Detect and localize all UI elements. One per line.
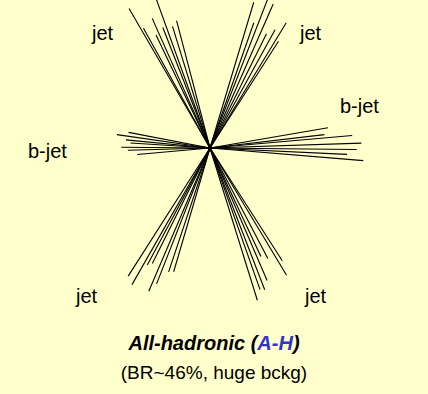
particle-track xyxy=(210,30,275,148)
particle-track xyxy=(155,0,210,148)
particle-track xyxy=(210,148,260,290)
particle-track xyxy=(210,148,363,161)
particle-track xyxy=(210,23,254,148)
particle-track xyxy=(126,140,210,148)
particle-track xyxy=(129,8,210,148)
b-jet-label: b-jet xyxy=(28,140,67,162)
jet-label: jet xyxy=(76,285,97,307)
particle-track xyxy=(152,148,210,263)
caption-line: All-hadronic (A-H) xyxy=(0,332,428,355)
particle-track xyxy=(157,148,210,284)
particle-track xyxy=(210,148,257,300)
caption-note-text: (BR~46%, huge bckg) xyxy=(121,362,307,383)
particle-track xyxy=(128,148,210,276)
particle-track xyxy=(210,0,268,148)
particle-track xyxy=(172,26,210,148)
particle-track xyxy=(210,23,286,148)
jet-label: jet xyxy=(305,285,326,307)
particle-track xyxy=(210,4,273,148)
b-jet-label: b-jet xyxy=(340,95,379,117)
jet-label: jet xyxy=(300,22,321,44)
particle-track xyxy=(152,18,210,148)
particle-track xyxy=(210,2,254,148)
particle-track xyxy=(177,21,210,148)
caption-note: (BR~46%, huge bckg) xyxy=(0,362,428,384)
particle-track xyxy=(143,28,210,148)
particle-track xyxy=(210,34,266,148)
jet-label: jet xyxy=(92,22,113,44)
particle-track xyxy=(210,148,265,290)
particle-track xyxy=(210,143,361,148)
particle-track xyxy=(149,148,210,291)
caption-text: A-H xyxy=(257,332,293,354)
particle-track xyxy=(210,148,267,280)
caption-text: ) xyxy=(293,332,300,354)
caption-text: All-hadronic ( xyxy=(128,332,257,354)
particle-track xyxy=(117,135,210,148)
particle-track xyxy=(129,132,210,148)
particle-track xyxy=(132,148,210,285)
particle-track xyxy=(210,41,278,148)
particle-track xyxy=(210,148,282,261)
particle-track xyxy=(210,148,261,257)
